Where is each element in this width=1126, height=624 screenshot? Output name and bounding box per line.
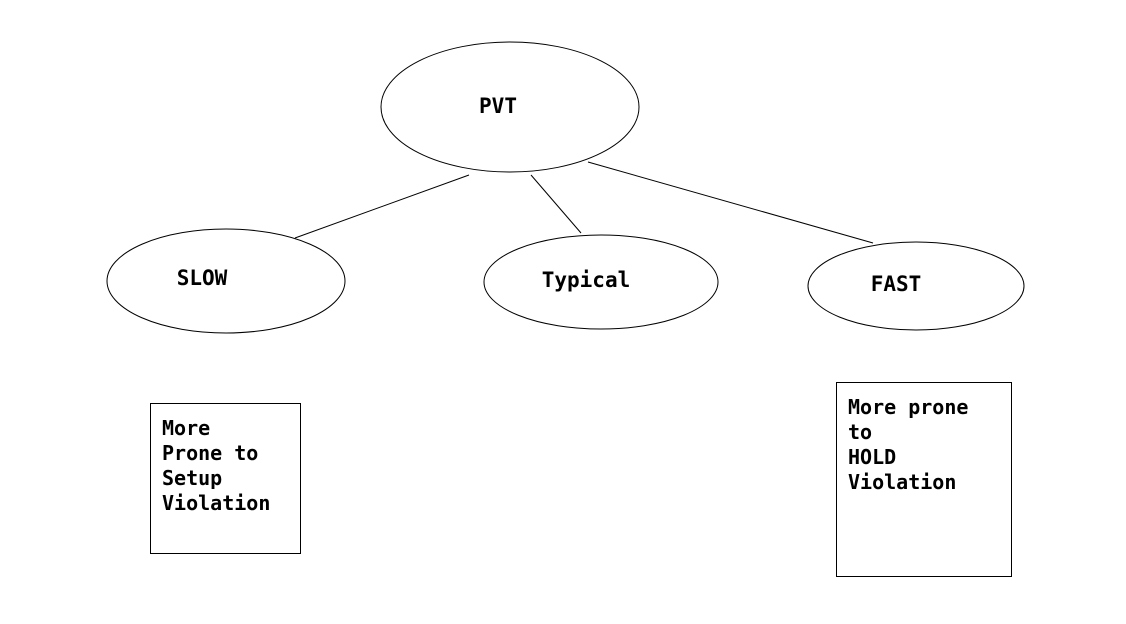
note-fast-line: Violation <box>848 470 957 494</box>
note-fast-line: to <box>848 420 873 444</box>
node-typical-ellipse <box>483 234 719 330</box>
node-pvt: PVT <box>380 41 640 173</box>
node-pvt-label: PVT <box>479 94 517 118</box>
node-typical: Typical <box>483 234 719 330</box>
note-slow-line: Prone to <box>162 441 259 465</box>
node-slow-ellipse <box>106 228 346 334</box>
node-fast: FAST <box>807 241 1025 331</box>
note-fast-corner: More prone to HOLD Violation <box>836 382 1012 577</box>
note-fast-line: HOLD <box>848 445 897 469</box>
node-pvt-ellipse <box>380 41 640 173</box>
connector-pvt-typical <box>530 174 582 234</box>
node-typical-label: Typical <box>542 268 631 292</box>
connector-pvt-fast <box>587 161 874 244</box>
note-slow-corner: More Prone to Setup Violation <box>150 403 301 554</box>
note-slow-line: More <box>162 416 211 440</box>
note-slow-line: Violation <box>162 491 271 515</box>
node-fast-ellipse <box>807 241 1025 331</box>
node-fast-label: FAST <box>871 272 922 296</box>
note-slow-line: Setup <box>162 466 223 490</box>
node-slow-label: SLOW <box>177 266 228 290</box>
connector-pvt-slow <box>294 174 470 239</box>
node-slow: SLOW <box>106 228 346 334</box>
note-fast-line: More prone <box>848 395 969 419</box>
